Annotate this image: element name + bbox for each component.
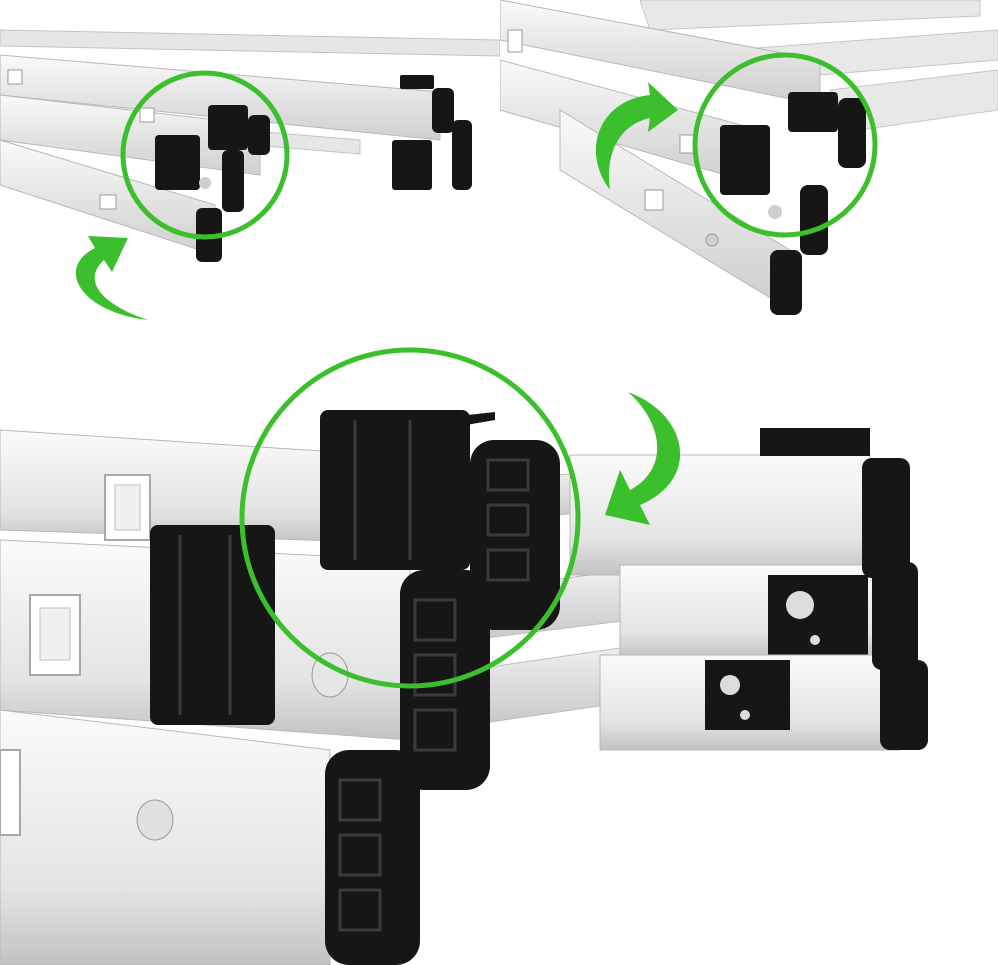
curved-arrow <box>605 392 681 525</box>
highlight-circle <box>692 52 878 238</box>
rubber-feet <box>155 75 472 262</box>
main-closeup-panel <box>0 330 998 965</box>
curved-arrow <box>595 82 678 190</box>
ladder-rail-far-bottom <box>599 654 901 751</box>
top-left-panel <box>0 0 500 330</box>
highlight-circle <box>120 70 290 240</box>
ladder-rail-far-middle <box>619 564 881 661</box>
highlight-circle <box>239 347 581 689</box>
top-right-panel <box>500 0 998 330</box>
ladder-rail-upper <box>0 54 441 141</box>
ladder-feet-photo-closeup <box>0 347 928 965</box>
rubber-feet <box>720 92 866 315</box>
ladder-rail-upper <box>500 0 821 106</box>
ladder-rail-lower <box>0 709 331 965</box>
ladder-feet-photo-small-2 <box>500 0 998 315</box>
rubber-ribs <box>178 420 530 932</box>
ladder-feet-photo-small-1 <box>0 29 500 320</box>
rubber-feet-far <box>862 458 928 750</box>
curved-arrow <box>75 236 148 320</box>
